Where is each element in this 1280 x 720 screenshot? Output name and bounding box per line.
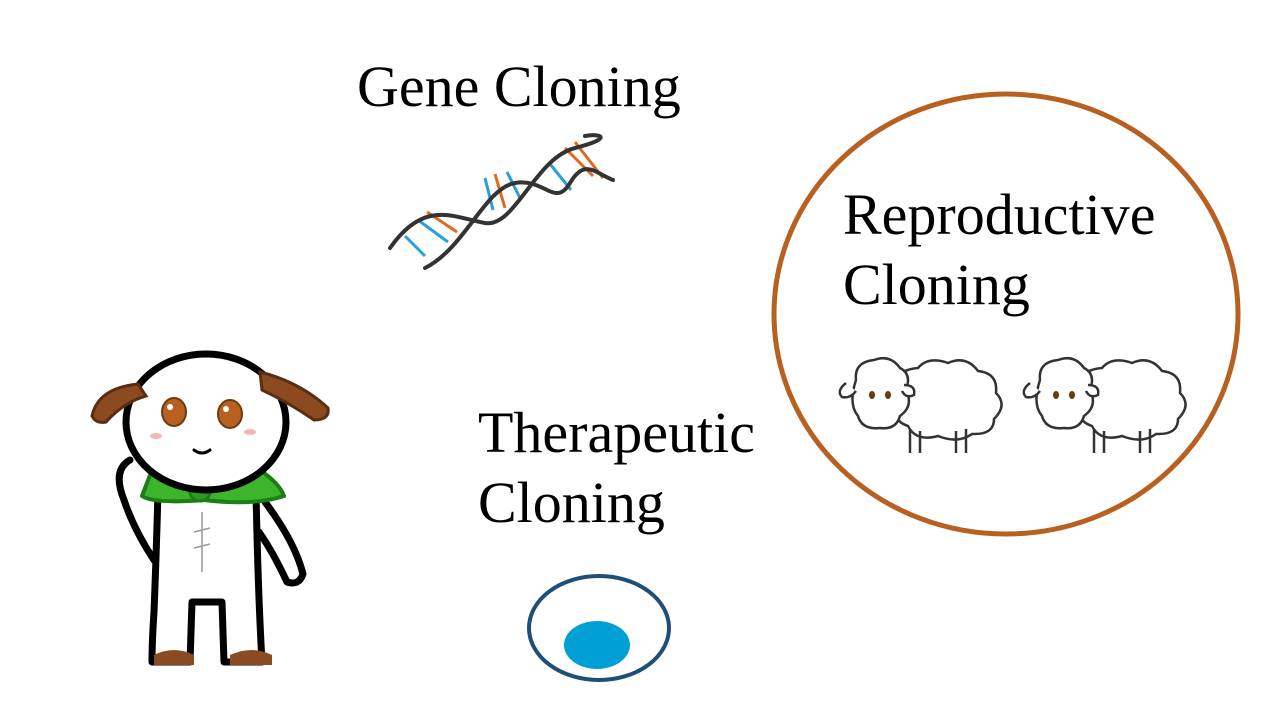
therapeutic-cloning-label: Therapeutic Cloning [478, 398, 755, 538]
mascot-dog [90, 350, 330, 666]
dna-helix-icon [388, 133, 615, 270]
gene-cloning-label: Gene Cloning [357, 54, 681, 119]
cell-icon [527, 574, 671, 682]
reproductive-cloning-label: Reproductive Cloning [843, 180, 1155, 320]
sheep-icon [1022, 357, 1187, 453]
reproductive-cloning-line2: Cloning [843, 252, 1030, 317]
therapeutic-cloning-line2: Cloning [478, 470, 665, 535]
reproductive-cloning-circle [771, 91, 1241, 537]
therapeutic-cloning-line1: Therapeutic [478, 400, 755, 465]
sheep-icon [838, 357, 1003, 453]
reproductive-cloning-line1: Reproductive [843, 182, 1156, 247]
